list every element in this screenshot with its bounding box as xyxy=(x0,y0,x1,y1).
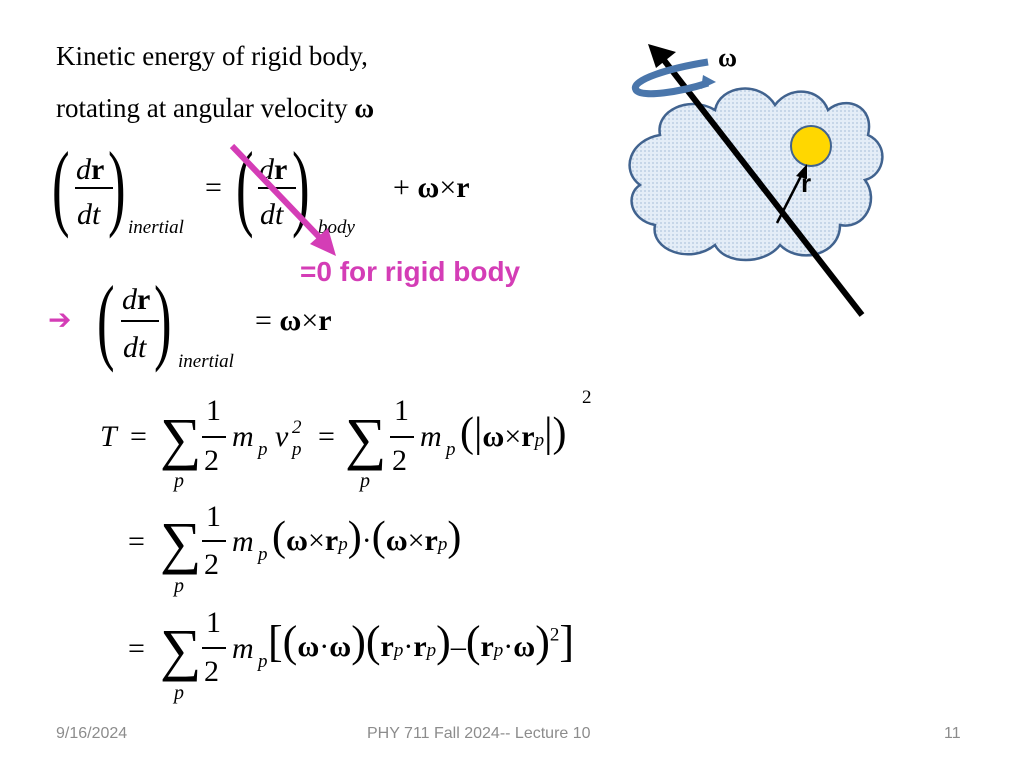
m: m xyxy=(232,632,254,665)
equals: = xyxy=(205,171,222,204)
paren: ( xyxy=(52,132,70,239)
paren: ) xyxy=(154,266,172,373)
sum: ∑ xyxy=(345,406,387,471)
denominator: dt xyxy=(123,331,147,364)
equals: = xyxy=(130,420,147,453)
title-line-1: Kinetic energy of rigid body, xyxy=(56,41,368,71)
omega-symbol: ω xyxy=(354,93,375,123)
denominator: dt xyxy=(77,198,101,231)
rigid-body-diagram: r ω xyxy=(628,43,884,317)
numerator: dr xyxy=(76,153,105,186)
sup-2: 2 xyxy=(292,417,302,438)
omega-cross-r: = ω×r xyxy=(255,304,332,337)
sub-p: p xyxy=(292,439,302,460)
one: 1 xyxy=(394,394,409,427)
m: m xyxy=(420,420,442,453)
two: 2 xyxy=(392,444,407,477)
cross-dot-expression: (ω×rp)·(ω×rp) xyxy=(272,514,462,560)
two: 2 xyxy=(204,655,219,688)
T: T xyxy=(100,420,117,453)
slide-number: 11 xyxy=(944,725,961,742)
sum: ∑ xyxy=(160,617,202,682)
rigid-body-note: =0 for rigid body xyxy=(300,256,521,287)
two: 2 xyxy=(204,548,219,581)
sup-2: 2 xyxy=(582,387,592,408)
paren: ( xyxy=(97,266,115,373)
abs-expression: (|ω×rp|) xyxy=(460,410,567,456)
implies-arrow-icon: ➔ xyxy=(48,303,72,336)
title-line-2: rotating at angular velocity ω xyxy=(56,95,374,122)
footer-date: 9/16/2024 xyxy=(56,725,128,742)
expanded-expression: [(ω·ω)(rp·rp)–(rp·ω)2] xyxy=(268,617,575,666)
one: 1 xyxy=(206,500,221,533)
sub-p: p xyxy=(258,439,268,460)
subscript-inertial: inertial xyxy=(178,351,234,372)
particle xyxy=(790,125,832,167)
subscript-inertial: inertial xyxy=(128,217,184,238)
index: p xyxy=(360,470,370,492)
m: m xyxy=(232,525,254,558)
equals: = xyxy=(128,632,145,665)
paren: ) xyxy=(108,132,126,239)
r-label: r xyxy=(801,168,811,198)
one: 1 xyxy=(206,606,221,639)
footer-title: PHY 711 Fall 2024-- Lecture 10 xyxy=(367,725,591,742)
omega-label: ω xyxy=(718,43,737,72)
m: m xyxy=(232,420,254,453)
equals: = xyxy=(128,525,145,558)
index: p xyxy=(174,470,184,492)
sub-p: p xyxy=(446,439,456,460)
equals: = xyxy=(318,420,335,453)
two: 2 xyxy=(204,444,219,477)
sum: ∑ xyxy=(160,510,202,575)
omega-cross-r: + ω×r xyxy=(393,171,470,204)
one: 1 xyxy=(206,394,221,427)
title-text: rotating at angular velocity xyxy=(56,93,355,123)
rotation-arrow-icon xyxy=(632,58,710,98)
index: p xyxy=(174,575,184,597)
sub-p: p xyxy=(258,544,268,565)
v: v xyxy=(275,420,289,453)
denominator: dt xyxy=(260,198,284,231)
sum: ∑ xyxy=(160,406,202,471)
numerator: dr xyxy=(122,283,151,316)
sub-p: p xyxy=(258,651,268,672)
rotation-axis xyxy=(657,53,865,317)
index: p xyxy=(174,682,184,704)
